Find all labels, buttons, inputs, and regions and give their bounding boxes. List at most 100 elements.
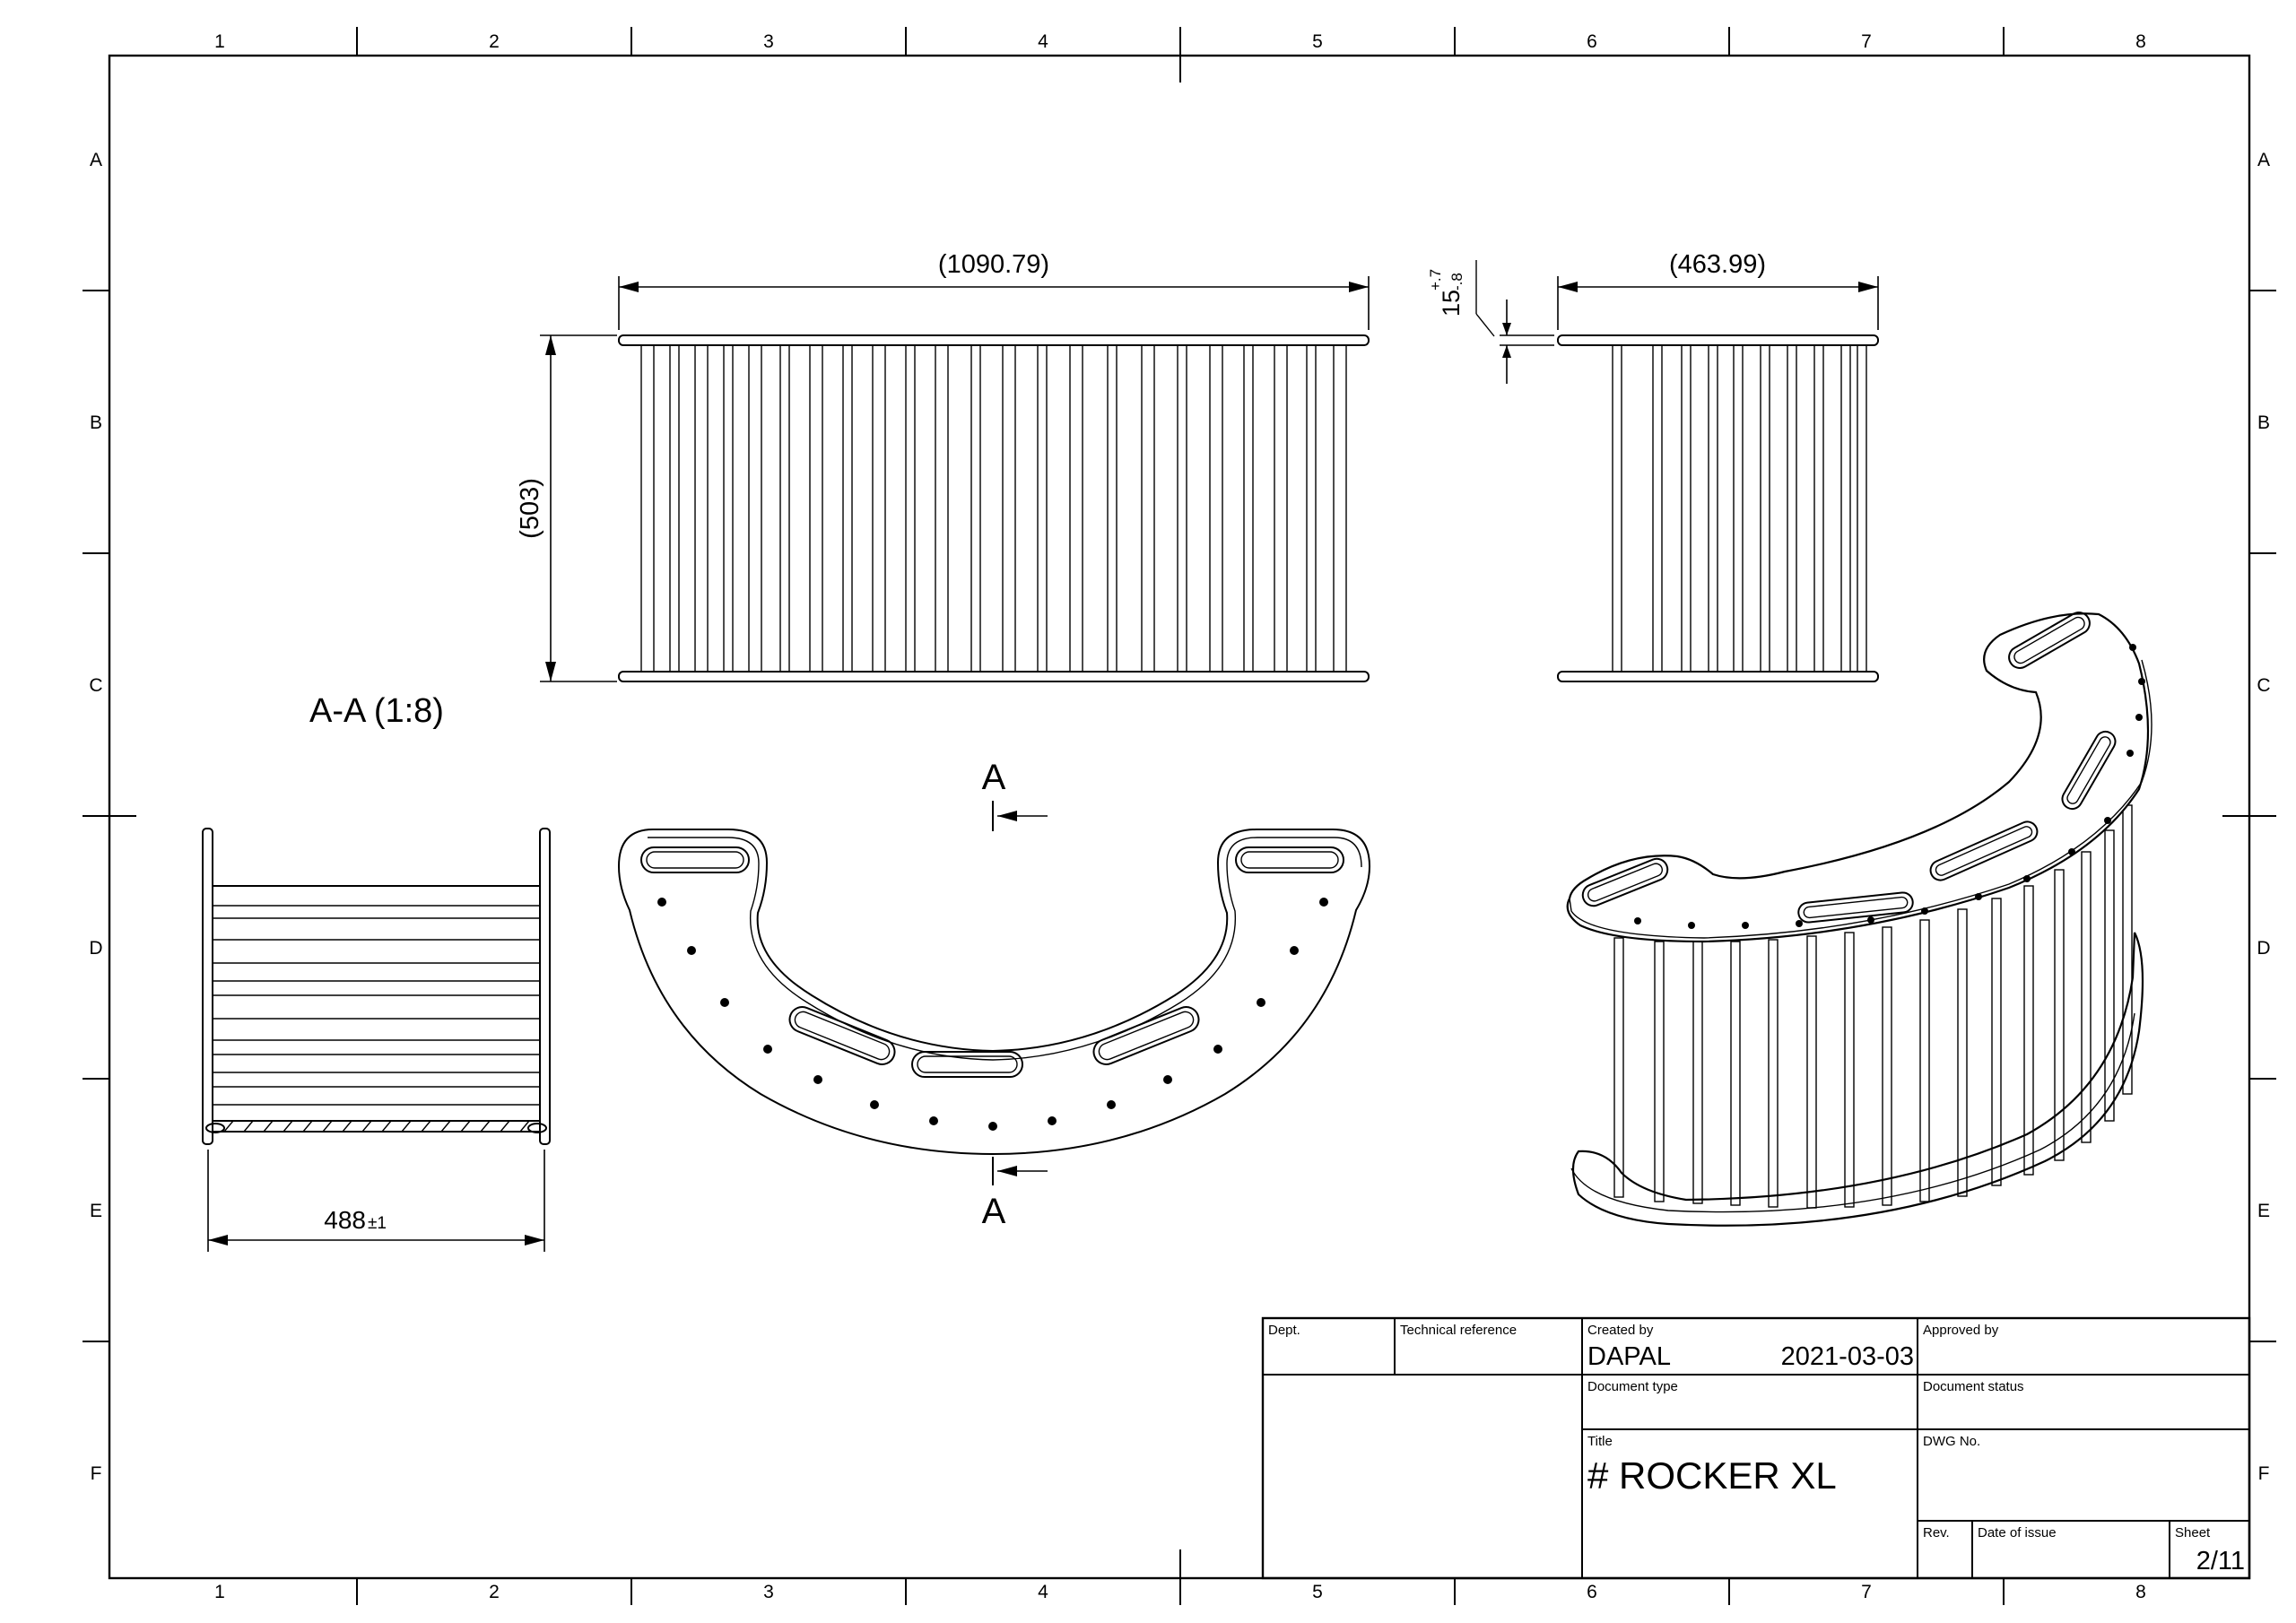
document-status-label: Document status <box>1923 1379 2024 1394</box>
slat <box>1613 937 1624 1198</box>
row-labels-left: A B C D E F <box>89 150 102 1484</box>
hatch-line <box>243 1120 254 1133</box>
slat <box>1333 344 1347 673</box>
slat <box>1768 939 1779 1208</box>
col-label: 8 <box>2135 1582 2146 1602</box>
created-by-label: Created by <box>1587 1323 1654 1338</box>
section-hatch <box>223 1120 530 1133</box>
hatch-line <box>440 1120 451 1133</box>
row-label: C <box>89 675 102 696</box>
slat <box>1813 344 1824 673</box>
slat <box>1107 344 1118 673</box>
slat <box>779 344 790 673</box>
top-view: (1090.79) (503) <box>516 250 1370 682</box>
isometric-slats <box>1613 804 2133 1209</box>
col-label: 7 <box>1861 31 1872 52</box>
slat <box>1760 344 1770 673</box>
section-boards <box>213 885 540 1106</box>
column-labels-bottom: 1 2 3 4 5 6 7 8 <box>214 1582 2146 1602</box>
slat <box>1652 344 1663 673</box>
title-label: Title <box>1587 1434 1613 1449</box>
approved-by-label: Approved by <box>1923 1323 1999 1338</box>
hatch-line <box>342 1120 352 1133</box>
slat <box>1844 932 1855 1208</box>
slat <box>1806 935 1817 1209</box>
dim-thickness-upper-tol: +.7 <box>1427 269 1444 291</box>
col-label: 3 <box>763 1582 774 1602</box>
technical-reference-label: Technical reference <box>1400 1323 1517 1338</box>
slat <box>1274 344 1288 673</box>
dim-top-height: (503) <box>516 478 544 539</box>
row-label: D <box>2257 938 2270 959</box>
col-label: 4 <box>1038 31 1048 52</box>
col-label: 2 <box>489 1582 500 1602</box>
hatch-line <box>519 1120 530 1133</box>
row-label: F <box>91 1463 102 1484</box>
sheet-number: 2/11 <box>2196 1547 2245 1575</box>
col-label: 6 <box>1587 31 1597 52</box>
hatch-line <box>283 1120 293 1133</box>
col-label: 4 <box>1038 1582 1048 1602</box>
slat <box>1708 344 1718 673</box>
dept-label: Dept. <box>1268 1323 1300 1338</box>
row-label: C <box>2257 675 2270 696</box>
revision-label: Rev. <box>1923 1525 1950 1541</box>
row-label: F <box>2258 1463 2270 1484</box>
row-label: D <box>89 938 102 959</box>
dim-side-width: (463.99) <box>1669 250 1766 279</box>
side-view: (463.99) 15 +.7 -.8 <box>1427 250 1879 682</box>
row-label: A <box>90 150 102 170</box>
col-label: 5 <box>1312 31 1323 52</box>
slat <box>748 344 762 673</box>
slat <box>1681 344 1692 673</box>
row-label: A <box>2257 150 2270 170</box>
row-label: E <box>2257 1201 2270 1221</box>
hatch-line <box>381 1120 392 1133</box>
col-label: 1 <box>214 1582 225 1602</box>
col-label: 8 <box>2135 31 2146 52</box>
dim-top-length: (1090.79) <box>938 250 1049 279</box>
slat <box>1141 344 1155 673</box>
slat <box>1612 344 1622 673</box>
row-label: B <box>2257 412 2270 433</box>
dwg-number-label: DWG No. <box>1923 1434 1980 1449</box>
created-date: 2021-03-03 <box>1781 1342 1914 1371</box>
slat <box>842 344 853 673</box>
slat <box>1069 344 1083 673</box>
slat <box>1919 919 1930 1202</box>
drawing-title: # ROCKER XL <box>1587 1454 1837 1497</box>
slat <box>1306 344 1317 673</box>
slat <box>1857 344 1867 673</box>
hatch-line <box>401 1120 412 1133</box>
created-by-value: DAPAL <box>1587 1342 1671 1371</box>
slat <box>935 344 949 673</box>
slat <box>1177 344 1187 673</box>
col-label: 6 <box>1587 1582 1597 1602</box>
section-view: A-A (1:8) 488 ±1 <box>202 692 551 1252</box>
slat <box>905 344 916 673</box>
hatch-line <box>302 1120 313 1133</box>
hatch-line <box>263 1120 274 1133</box>
sheet-label: Sheet <box>2175 1525 2211 1541</box>
hatch-line <box>480 1120 491 1133</box>
hatch-line <box>460 1120 471 1133</box>
front-view: A A <box>617 758 1371 1231</box>
slat <box>1654 941 1665 1202</box>
hatch-line <box>361 1120 372 1133</box>
slat <box>872 344 886 673</box>
slat <box>1882 926 1892 1206</box>
hatch-line <box>223 1120 234 1133</box>
sheet-frame <box>83 27 2276 1605</box>
slat <box>1733 344 1744 673</box>
slat <box>1957 908 1968 1197</box>
slat <box>1037 344 1048 673</box>
slat <box>1692 941 1703 1204</box>
isometric-view <box>1566 611 2152 1227</box>
top-view-slats <box>640 344 1347 673</box>
slat <box>2081 851 2092 1143</box>
slat <box>2054 869 2065 1161</box>
slat <box>1002 344 1016 673</box>
slat <box>1730 941 1741 1206</box>
column-labels-top: 1 2 3 4 5 6 7 8 <box>214 31 2146 52</box>
